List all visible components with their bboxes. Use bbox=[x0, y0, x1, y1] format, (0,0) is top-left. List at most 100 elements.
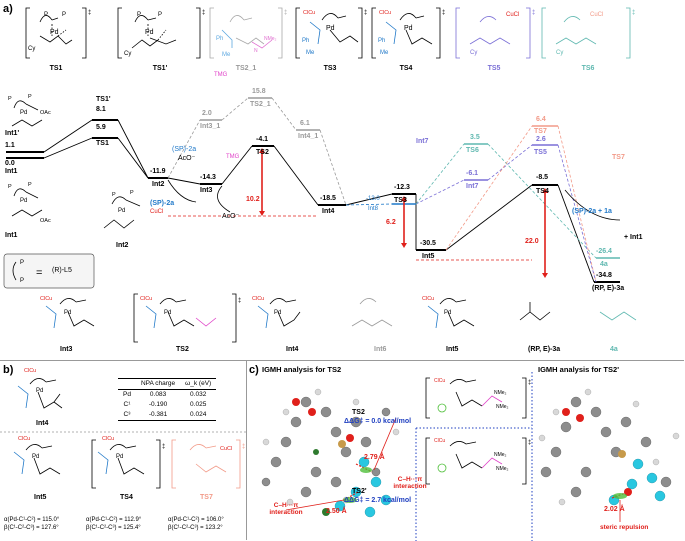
panel-divider-vertical bbox=[246, 360, 247, 540]
svg-text:ClCu: ClCu bbox=[18, 436, 30, 442]
ts1-value: 5.9 bbox=[96, 124, 106, 131]
p4a-name: 4a bbox=[600, 261, 608, 268]
sp2a-reagent-2: (SP)-2a bbox=[172, 146, 197, 153]
svg-text:‡: ‡ bbox=[528, 380, 531, 386]
panel-b-ts4-label: TS4 bbox=[120, 494, 133, 501]
svg-text:‡: ‡ bbox=[632, 10, 635, 16]
int2-name: Int2 bbox=[152, 181, 165, 188]
int3-name: Int3 bbox=[200, 187, 213, 194]
svg-text:ClCu: ClCu bbox=[102, 436, 114, 442]
svg-text:Cy: Cy bbox=[556, 50, 563, 56]
distance-2: 2.50 Å bbox=[326, 508, 347, 515]
svg-text:Me: Me bbox=[222, 52, 231, 58]
panel-b-int4-label: Int4 bbox=[36, 420, 49, 427]
table-header bbox=[118, 378, 136, 390]
panel-a-label: a) bbox=[3, 3, 13, 15]
svg-text:Cy: Cy bbox=[470, 50, 477, 56]
ts7-geometry: α(Pd-C¹-C²) = 106.0°β(C¹-C²-C³) = 123.2° bbox=[168, 517, 224, 531]
barrier-ts4: 22.0 bbox=[525, 238, 539, 245]
svg-text:Ph: Ph bbox=[378, 38, 385, 44]
igmh-ts2-title: IGMH analysis for TS2 bbox=[262, 365, 342, 374]
ts7-side-name: TS7 bbox=[612, 154, 625, 161]
svg-text:‡: ‡ bbox=[242, 444, 245, 450]
bottom-4a-label: 4a bbox=[610, 346, 618, 353]
svg-text:ClCu: ClCu bbox=[434, 438, 445, 444]
svg-text:P: P bbox=[112, 192, 116, 198]
svg-text:‡: ‡ bbox=[162, 444, 165, 450]
int7-value: -6.1 bbox=[466, 170, 479, 177]
ts3-structure bbox=[295, 7, 363, 59]
igmh-ts2p-title: IGMH analysis for TS2' bbox=[538, 365, 619, 374]
ts2-1-levels bbox=[200, 97, 320, 131]
bottom-3a-label: (RP, E)-3a bbox=[528, 346, 561, 353]
sp2a-1a-reagent: (SP)-2a + 1a bbox=[572, 208, 612, 215]
ts1p-structure bbox=[117, 7, 201, 59]
svg-text:ClCu: ClCu bbox=[434, 378, 445, 384]
svg-text:CuCl: CuCl bbox=[506, 12, 519, 18]
panel-b-ts7-label: TS7 bbox=[200, 494, 213, 501]
ts2-1-label: TS2_1 bbox=[236, 65, 257, 72]
bottom-int4-label: Int4 bbox=[286, 346, 299, 353]
ts1p-value: 8.1 bbox=[96, 106, 106, 113]
svg-text:P: P bbox=[158, 12, 162, 18]
svg-text:Pd: Pd bbox=[326, 25, 335, 32]
svg-text:NMe₂: NMe₂ bbox=[496, 466, 509, 472]
ch-pi-annotation-1: C–H···π interaction bbox=[393, 476, 427, 490]
energy-levels-main bbox=[6, 119, 620, 283]
svg-text:NMe₂: NMe₂ bbox=[494, 452, 507, 458]
ts6-value: 3.5 bbox=[470, 134, 480, 141]
svg-text:Pd: Pd bbox=[404, 25, 413, 32]
profile-connectors bbox=[43, 119, 595, 283]
int5-name: Int5 bbox=[422, 253, 435, 260]
svg-text:Cy: Cy bbox=[124, 51, 131, 57]
svg-text:=: = bbox=[36, 267, 42, 279]
svg-text:ClCu: ClCu bbox=[422, 296, 434, 302]
svg-text:ClCu: ClCu bbox=[40, 296, 52, 302]
svg-text:‡: ‡ bbox=[88, 10, 91, 16]
int3-1-value: 2.0 bbox=[202, 110, 212, 117]
p3a-name: (RP, E)-3a bbox=[592, 285, 625, 292]
svg-text:Pd: Pd bbox=[20, 198, 27, 204]
int8-name: Int8 bbox=[368, 206, 379, 212]
svg-text:Me: Me bbox=[306, 50, 315, 56]
svg-text:P: P bbox=[28, 182, 32, 188]
int8-value: -13.0 bbox=[366, 196, 380, 202]
int1-sketches bbox=[11, 100, 141, 229]
ts2-value: -4.1 bbox=[256, 136, 269, 143]
side-pathways bbox=[392, 125, 620, 259]
distance-1: 2.79 Å bbox=[364, 454, 385, 461]
svg-text:OAc: OAc bbox=[40, 218, 51, 224]
int3-1-name: Int3_1 bbox=[200, 123, 221, 130]
panel-b-int5-label: Int5 bbox=[34, 494, 47, 501]
ts1p-label: TS1' bbox=[153, 65, 168, 72]
svg-text:Pd: Pd bbox=[164, 310, 171, 316]
svg-text:Pd: Pd bbox=[274, 310, 281, 316]
svg-text:P: P bbox=[62, 12, 66, 18]
bottom-int5-label: Int5 bbox=[446, 346, 459, 353]
ts5-structure bbox=[455, 7, 531, 59]
ts2-name: TS2 bbox=[256, 149, 269, 156]
cucl-reagent: CuCl bbox=[150, 209, 164, 215]
ts6-label: TS6 bbox=[582, 65, 595, 72]
svg-text:ClCu: ClCu bbox=[140, 296, 152, 302]
svg-text:‡: ‡ bbox=[238, 298, 241, 304]
svg-text:Pd: Pd bbox=[20, 110, 27, 116]
svg-text:Pd: Pd bbox=[116, 454, 123, 460]
int1-bottom-name: Int1 bbox=[5, 232, 18, 239]
int7-sketch-name: Int7 bbox=[416, 138, 429, 145]
ts4-name: TS4 bbox=[536, 188, 549, 195]
panel-divider-horizontal bbox=[0, 360, 684, 361]
ts5-name: TS5 bbox=[534, 149, 547, 156]
svg-text:P: P bbox=[44, 12, 48, 18]
svg-text:P: P bbox=[20, 260, 24, 266]
int1p-value: 1.1 bbox=[5, 142, 15, 149]
int4-name: Int4 bbox=[322, 208, 335, 215]
svg-text:P: P bbox=[8, 184, 12, 190]
svg-text:ClCu: ClCu bbox=[379, 10, 391, 16]
svg-text:Pd: Pd bbox=[32, 454, 39, 460]
ts4-value: -8.5 bbox=[536, 174, 549, 181]
